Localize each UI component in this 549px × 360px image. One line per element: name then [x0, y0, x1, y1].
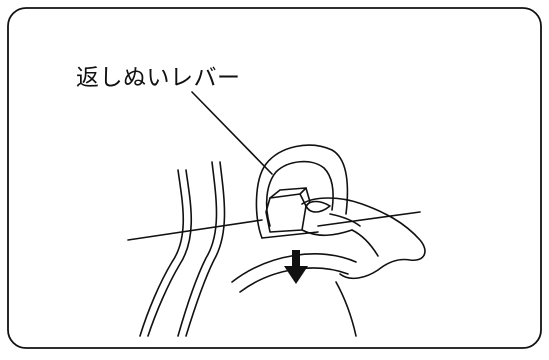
lever-housing-outer: [255, 144, 349, 239]
lever-top-edge: [269, 187, 307, 199]
lever-housing-inner: [265, 160, 334, 227]
callout-leader-line: [191, 91, 273, 175]
down-arrow-icon: [284, 250, 308, 284]
pillar-line: [147, 169, 193, 337]
machine-body-curve: [335, 281, 357, 337]
pillar-line: [177, 161, 218, 337]
reverse-stitch-lever: [265, 193, 307, 233]
finger-underside: [301, 229, 353, 237]
finger-crease: [329, 213, 361, 227]
pillar-line: [185, 161, 226, 337]
reverse-stitch-lever-label: 返しぬいレバー: [76, 65, 241, 91]
pillar-line: [139, 169, 185, 337]
finger-knuckle: [351, 229, 379, 257]
diagram-frame: [7, 7, 542, 349]
finger-icon: [301, 197, 426, 280]
machine-bed-line-right: [317, 211, 421, 227]
fingernail: [305, 200, 331, 213]
machine-bed-line: [127, 219, 263, 241]
